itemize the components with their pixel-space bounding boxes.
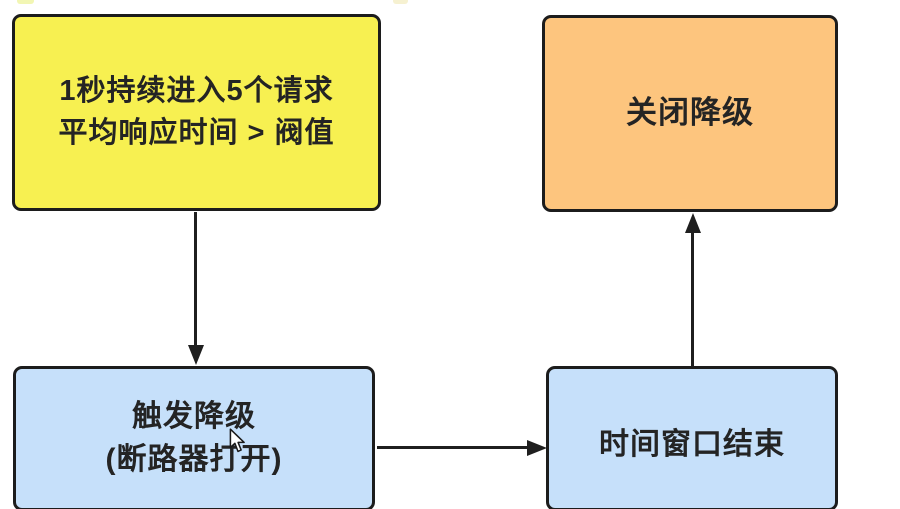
node-label-line: 平均响应时间 > 阀值 — [58, 116, 335, 149]
node-trigger-degrade: 触发降级 (断路器打开) — [13, 366, 375, 509]
node-close-degrade: 关闭降级 — [542, 15, 838, 212]
node-trigger-condition: 1秒持续进入5个请求 平均响应时间 > 阀值 — [12, 14, 381, 211]
node-label-line: 时间窗口结束 — [599, 428, 785, 462]
arrow-right-head-icon — [527, 440, 547, 456]
crop-artifact — [17, 0, 34, 4]
arrow-up-head-icon — [685, 213, 701, 233]
arrow-down-head-icon — [188, 345, 204, 365]
arrow-right-shaft — [377, 446, 529, 449]
node-label-line: 关闭降级 — [626, 95, 754, 131]
node-time-window-end: 时间窗口结束 — [546, 366, 838, 509]
arrow-up-shaft — [691, 232, 694, 367]
node-label-line: 1秒持续进入5个请求 — [59, 75, 334, 108]
crop-artifact — [393, 0, 408, 4]
node-label-line: (断路器打开) — [105, 442, 283, 476]
arrow-down-shaft — [194, 212, 197, 347]
node-label-line: 触发降级 — [132, 399, 256, 433]
